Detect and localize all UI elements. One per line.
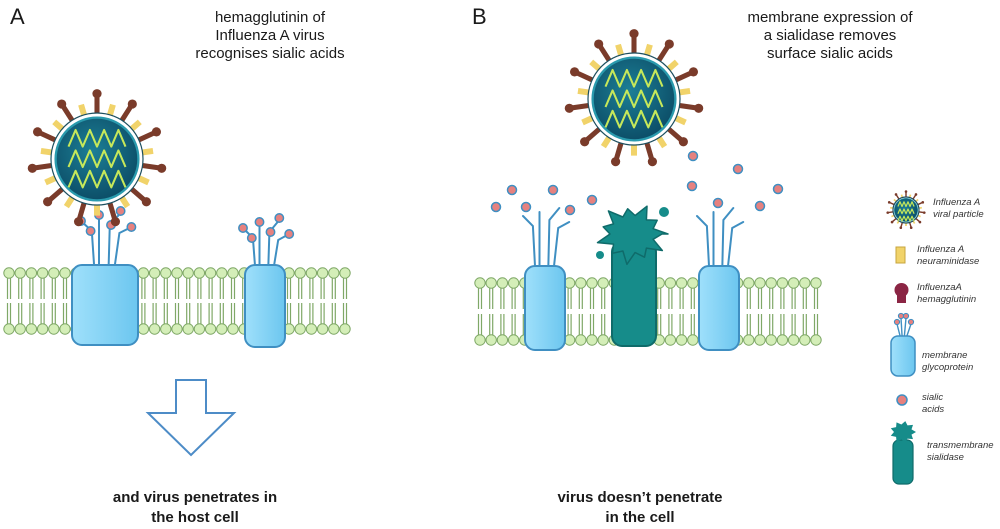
membrane-bilayer-a xyxy=(3,267,351,335)
down-arrow-icon xyxy=(145,379,237,457)
legend-glycoprotein-icon xyxy=(890,312,916,377)
legend-glycoprotein-label: membrane glycoprotein xyxy=(922,350,974,373)
panel-b-outcome: virus doesn’t penetrate in the cell xyxy=(557,489,723,526)
panel-b-label: B xyxy=(472,4,487,29)
legend-neuraminidase-icon xyxy=(895,246,906,264)
glycoprotein-b1 xyxy=(522,207,571,351)
glycoprotein-a2 xyxy=(238,213,295,348)
legend-neuraminidase-label: Influenza A neuraminidase xyxy=(917,244,980,267)
legend-sialidase-icon xyxy=(890,421,916,485)
panel-a-label: A xyxy=(10,4,25,29)
legend-sialic-acids-label: sialic acids xyxy=(922,392,945,415)
virus-particle-a xyxy=(27,89,167,227)
legend-sialidase-label: transmembrane sialidase xyxy=(927,440,994,463)
legend-virus-icon xyxy=(886,190,926,230)
panel-a-outcome: and virus penetrates in the host cell xyxy=(112,489,278,526)
legend-hemagglutinin-label: InfluenzaA hemagglutinin xyxy=(917,282,977,305)
legend-sialic-acid-icon xyxy=(896,394,908,406)
free-sialic-acids xyxy=(490,150,784,216)
virus-particle-b xyxy=(564,29,704,167)
legend-viral-particle-label: Influenza A viral particle xyxy=(933,197,984,220)
sialidase-b xyxy=(596,205,669,347)
legend-hemagglutinin-icon xyxy=(894,283,909,303)
panel-a-caption: hemagglutinin of Influenza A virus recog… xyxy=(195,9,345,62)
glycoprotein-b2 xyxy=(696,207,745,351)
panel-b-caption: membrane expression of a sialidase remov… xyxy=(747,9,913,62)
glycoprotein-a1 xyxy=(71,206,139,346)
